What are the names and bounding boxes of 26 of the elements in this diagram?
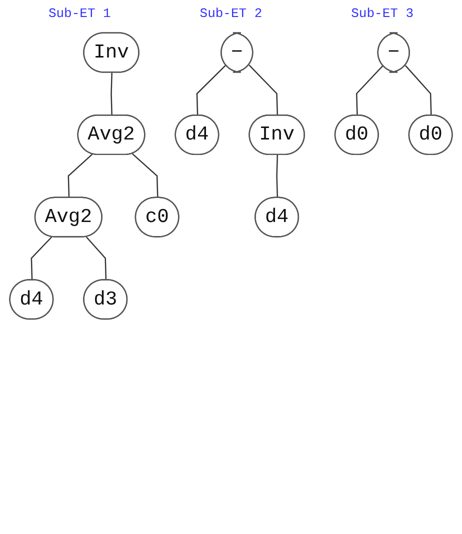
tree-edge [132,153,158,198]
tree-node: Inv [83,32,140,73]
tree-edge [30,236,52,280]
tree-node: d0 [408,114,453,156]
tree-heading: Sub-ET 3 [351,6,414,21]
tree-node: − [377,32,410,73]
tree-node: − [220,32,254,73]
tree-edge [68,154,93,198]
tree-edge [86,236,107,280]
tree-edge [248,64,278,116]
tree-edge [196,64,226,116]
tree-node: Avg2 [34,196,102,238]
tree-edge [356,65,384,116]
tree-node: d4 [254,196,300,238]
tree-node: d4 [9,279,54,320]
tree-node: d4 [174,114,220,156]
tree-edge [110,72,112,116]
tree-node: c0 [134,196,180,238]
tree-node: Avg2 [77,114,146,156]
tree-heading: Sub-ET 1 [48,6,111,21]
tree-node: Inv [248,114,305,156]
tree-heading: Sub-ET 2 [200,6,262,21]
tree-node: d3 [83,279,128,320]
tree-node: d0 [334,114,379,156]
tree-edge [404,65,432,116]
tree-edge [276,155,278,198]
